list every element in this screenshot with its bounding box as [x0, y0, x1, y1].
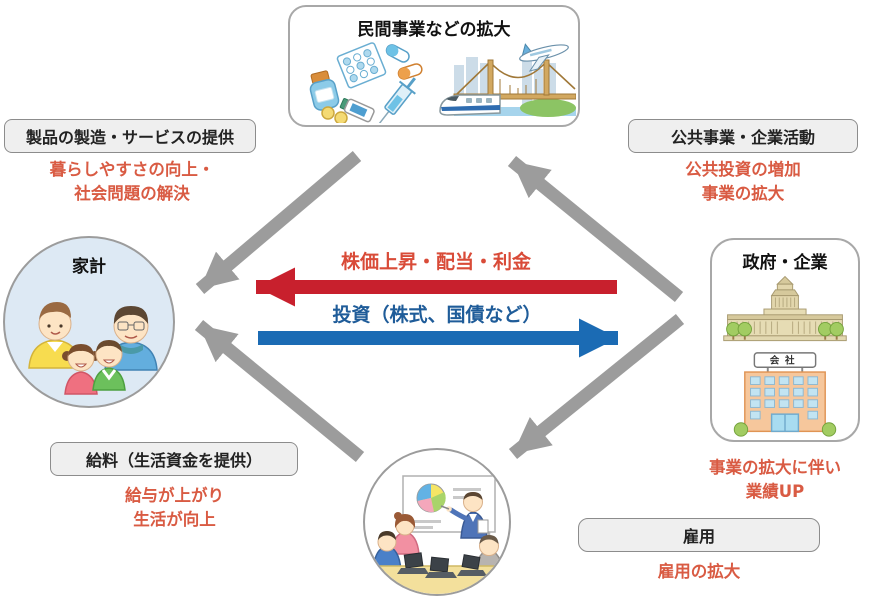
salary-note: 給与が上がり 生活が向上	[62, 484, 287, 532]
salary-label-text: 給料（生活資金を提供）	[85, 451, 262, 470]
medicine-illustration	[309, 42, 423, 123]
products-note-line2: 社会問題の解決	[74, 183, 190, 203]
arrow-government-to-employment	[508, 313, 685, 460]
family-illustration	[28, 302, 158, 395]
public-works-note-line1: 公共投資の増加	[685, 160, 801, 179]
investment-flow-label: 投資（株式、国債など）	[332, 304, 542, 326]
performance-note-line2: 業績UP	[745, 481, 805, 501]
household-circle: 家計	[3, 236, 175, 408]
private-business-title: 民間事業などの拡大	[357, 20, 511, 40]
public-works-note: 公共投資の増加 事業の拡大	[618, 158, 868, 206]
salary-label: 給料（生活資金を提供）	[50, 442, 298, 476]
private-business-box: 民間事業などの拡大	[288, 5, 580, 127]
returns-flow-label: 株価上昇・配当・利金	[340, 251, 532, 273]
products-note: 暮らしやすさの向上・ 社会問題の解決	[7, 158, 257, 206]
products-note-line1: 暮らしやすさの向上・	[49, 160, 215, 179]
employment-label: 雇用	[578, 518, 820, 552]
government-title: 政府・企業	[742, 253, 828, 273]
household-title: 家計	[72, 257, 106, 277]
salary-note-line2: 生活が向上	[133, 509, 216, 529]
salary-note-line1: 給与が上がり	[125, 486, 224, 505]
public-works-note-line2: 事業の拡大	[701, 183, 785, 203]
arrow-government-to-business	[507, 155, 684, 303]
employment-note-text: 雇用の拡大	[657, 562, 741, 581]
meeting-circle	[363, 448, 511, 596]
products-services-label-text: 製品の製造・サービスの提供	[25, 128, 234, 147]
company-sign-text: 会社	[770, 354, 801, 366]
arrow-employment-to-household	[194, 319, 365, 463]
government-company-box: 政府・企業 会社	[710, 238, 860, 442]
performance-note: 事業の拡大に伴い 業績UP	[655, 456, 870, 504]
products-services-label: 製品の製造・サービスの提供	[4, 119, 256, 153]
employment-note: 雇用の拡大	[578, 560, 820, 584]
meeting-illustration	[367, 475, 509, 594]
company-building-illustration: 会社	[733, 352, 837, 437]
infrastructure-illustration	[439, 43, 576, 117]
diet-building-illustration	[723, 275, 847, 342]
employment-label-text: 雇用	[682, 527, 715, 546]
arrow-business-to-household	[195, 151, 362, 294]
public-works-label: 公共事業・企業活動	[628, 119, 858, 153]
public-works-label-text: 公共事業・企業活動	[670, 128, 815, 147]
performance-note-line1: 事業の拡大に伴い	[709, 458, 841, 477]
